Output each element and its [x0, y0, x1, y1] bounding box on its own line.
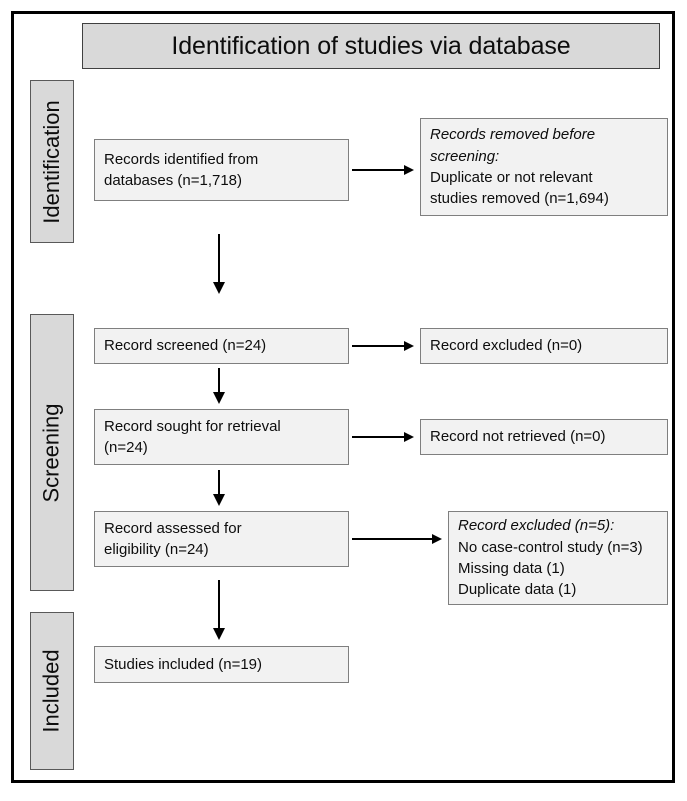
arrow-down-icon: [210, 234, 228, 294]
node-line: screening:: [430, 147, 500, 165]
node-records-identified: Records identified from databases (n=1,7…: [94, 139, 349, 201]
arrow-head: [432, 534, 442, 544]
arrow-down-icon: [210, 470, 228, 506]
stage-band-identification: Identification: [30, 80, 74, 243]
arrow-right-icon: [352, 160, 414, 180]
stage-label-screening: Screening: [39, 402, 65, 503]
diagram-title: Identification of studies via database: [171, 31, 571, 60]
arrow-head: [404, 341, 414, 351]
node-line: databases (n=1,718): [104, 172, 243, 189]
node-line: Duplicate or not relevant: [430, 169, 593, 186]
node-studies-included: Studies included (n=19): [94, 646, 349, 683]
arrow-shaft: [218, 470, 220, 495]
node-line: Duplicate data (1): [458, 581, 577, 599]
node-record-excluded-zero: Record excluded (n=0): [420, 328, 668, 364]
stage-band-screening: Screening: [30, 314, 74, 591]
node-line: Record not retrieved (n=0): [430, 428, 606, 446]
node-line: Missing data (1): [458, 560, 565, 577]
arrow-down-icon: [210, 580, 228, 640]
arrow-shaft: [218, 580, 220, 629]
arrow-shaft: [352, 436, 405, 438]
node-line: Record excluded (n=0): [430, 337, 583, 355]
node-line: Record excluded (n=5):: [458, 517, 615, 535]
node-line: Record assessed for: [104, 519, 242, 537]
arrow-shaft: [218, 368, 220, 393]
node-line: Record sought for retrieval: [104, 417, 281, 435]
node-line: Records removed before: [430, 126, 596, 144]
arrow-head: [213, 282, 225, 294]
node-records-removed-before-screening: Records removed before screening: Duplic…: [420, 118, 668, 216]
node-line: studies removed (n=1,694): [430, 190, 609, 208]
node-record-not-retrieved: Record not retrieved (n=0): [420, 419, 668, 455]
node-line: eligibility (n=24): [104, 541, 209, 558]
arrow-shaft: [218, 234, 220, 283]
stage-label-included: Included: [39, 649, 64, 733]
arrow-head: [404, 165, 414, 175]
node-line: Records identified from: [104, 150, 259, 168]
arrow-head: [213, 392, 225, 404]
arrow-shaft: [352, 169, 405, 171]
arrow-head: [213, 494, 225, 506]
arrow-down-icon: [210, 368, 228, 404]
node-line: (n=24): [104, 439, 148, 456]
node-record-assessed-for-eligibility: Record assessed for eligibility (n=24): [94, 511, 349, 567]
node-line: No case-control study (n=3): [458, 538, 643, 556]
stage-label-identification: Identification: [39, 99, 64, 224]
arrow-shaft: [352, 538, 433, 540]
arrow-right-icon: [352, 529, 442, 549]
stage-band-included: Included: [30, 612, 74, 770]
arrow-right-icon: [352, 427, 414, 447]
node-record-screened: Record screened (n=24): [94, 328, 349, 364]
arrow-shaft: [352, 345, 405, 347]
arrow-head: [404, 432, 414, 442]
node-record-sought-for-retrieval: Record sought for retrieval (n=24): [94, 409, 349, 465]
node-record-excluded-five: Record excluded (n=5): No case-control s…: [448, 511, 668, 605]
node-line: Studies included (n=19): [104, 655, 263, 673]
arrow-right-icon: [352, 336, 414, 356]
arrow-head: [213, 628, 225, 640]
node-line: Record screened (n=24): [104, 337, 267, 355]
diagram-title-banner: Identification of studies via database: [82, 23, 660, 69]
